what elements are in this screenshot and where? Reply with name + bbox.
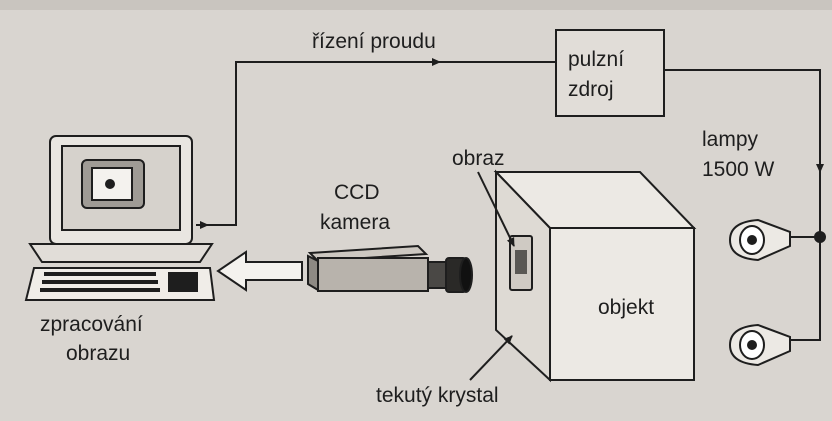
object-label: objekt: [598, 296, 654, 319]
computer-icon: [24, 135, 216, 301]
junction-dot: [814, 231, 826, 243]
ccd-label-2: kamera: [320, 211, 390, 234]
ccd-label-1: CCD: [334, 181, 380, 204]
pulse-source-label-2: zdroj: [568, 78, 614, 101]
pulse-source-box: pulzní zdroj: [555, 29, 665, 117]
pulse-source-label-1: pulzní: [568, 48, 624, 71]
image-transfer-arrow-icon: [216, 250, 303, 292]
keyboard-keys: [40, 272, 198, 292]
lamp-icon: [728, 218, 791, 262]
lamp-icon: [728, 323, 791, 367]
liquid-crystal-label: tekutý krystal: [376, 384, 499, 407]
current-control-label: řízení proudu: [312, 30, 436, 53]
lamps-label-1: lampy: [702, 128, 759, 151]
lamps-label-2: 1500 W: [702, 158, 775, 181]
image-pointer: [477, 171, 515, 247]
image-label: obraz: [452, 147, 505, 170]
processing-label-1: zpracování: [40, 313, 143, 336]
page-edge: [0, 0, 832, 10]
camera-icon: [307, 244, 473, 293]
liquid-crystal-panel: [509, 235, 533, 291]
liquid-crystal-pointer: [469, 335, 513, 381]
processing-label-2: obrazu: [66, 342, 130, 365]
